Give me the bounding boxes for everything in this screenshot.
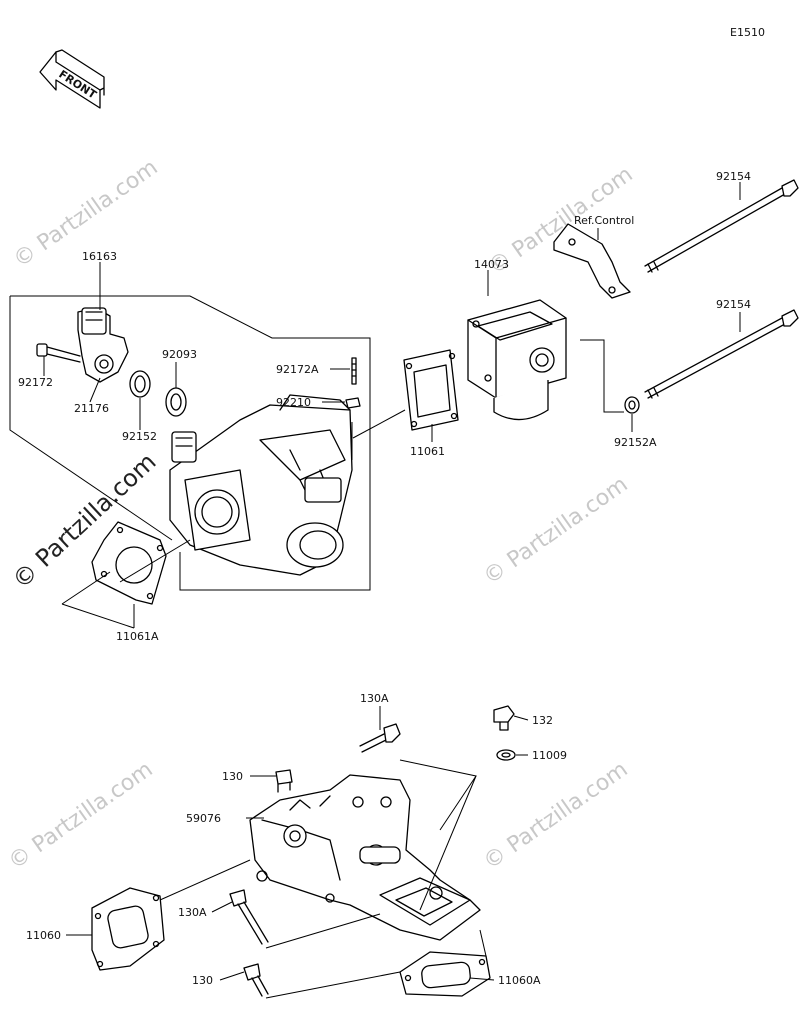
part-label-92154-bottom: 92154 [716,298,751,311]
intake-manifold-59076 [249,774,481,941]
watermark-text: © Partzilla.com [479,757,632,875]
bolt-130-top [275,769,293,793]
throttle-sensor-21176 [77,307,129,383]
part-label-92172A: 92172A [276,363,319,376]
screw-92172 [36,343,81,363]
part-label-92154-top: 92154 [716,170,751,183]
bolt-92154-bottom [644,309,799,399]
washer-11009 [496,749,516,761]
bolt-130A-bottom [229,889,269,945]
part-label-130-top: 130 [222,770,243,783]
part-label-14073: 14073 [474,258,509,271]
part-label-11061A: 11061A [116,630,159,643]
washer-92152A [624,396,640,414]
adaptor-14073 [467,299,567,421]
part-label-21176: 21176 [74,402,109,415]
part-label-132: 132 [532,714,553,727]
part-label-92152A: 92152A [614,436,657,449]
reference-note: Ref.Control [574,214,634,227]
watermark-text: © Partzilla.com [479,472,632,590]
assembly-outline [9,296,173,541]
gasket-11061 [403,349,459,431]
part-label-11009: 11009 [532,749,567,762]
part-label-92210: 92210 [276,396,311,409]
part-label-92093: 92093 [162,348,197,361]
nut-92210 [345,397,361,409]
part-label-130A-top: 130A [360,692,389,705]
gasket-11061A [91,521,167,605]
control-bracket [553,223,631,299]
stud-92172A [351,357,357,385]
assembly-outline [10,295,371,591]
gasket-11060 [91,887,165,971]
part-label-11060A: 11060A [498,974,541,987]
part-label-130A-bottom: 130A [178,906,207,919]
watermark-text: © Partzilla.com [4,757,157,875]
front-arrow-icon: FRONT [39,49,105,109]
part-label-130-bottom: 130 [192,974,213,987]
part-label-11061: 11061 [410,445,445,458]
bolt-92154-top [644,179,799,273]
throttle-body [169,394,353,576]
gasket-11060A [399,951,491,997]
leader-lines-top [43,182,741,629]
washer-92093 [165,387,187,417]
part-label-59076: 59076 [186,812,221,825]
bolt-130A-top [359,723,401,753]
bolt-130-bottom [243,963,269,997]
bolt-132 [493,705,515,731]
part-label-92152: 92152 [122,430,157,443]
leader-lines-bottom [66,706,529,999]
part-label-16163: 16163 [82,250,117,263]
part-label-92172: 92172 [18,376,53,389]
oring-92152 [129,370,151,398]
part-label-11060: 11060 [26,929,61,942]
diagram-code: E1510 [730,26,765,39]
